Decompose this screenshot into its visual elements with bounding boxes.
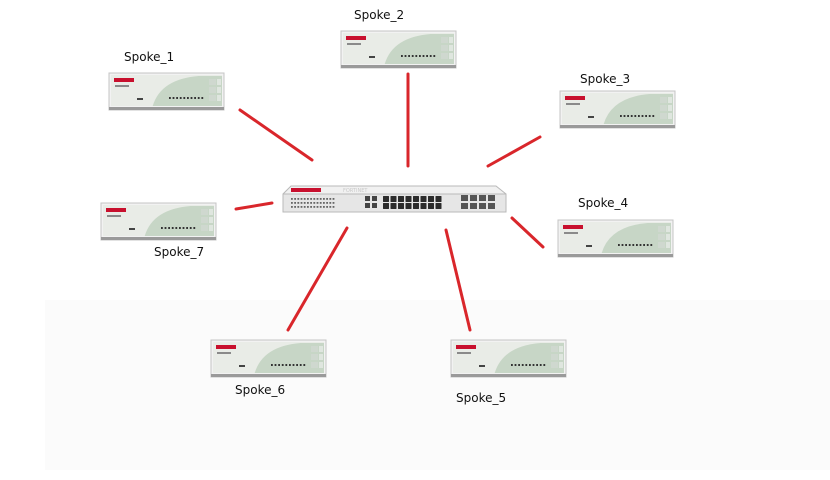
hub-firewall: FORTINET xyxy=(282,185,507,213)
hub-port xyxy=(428,203,434,209)
hub-port xyxy=(435,203,442,209)
link-spoke-4 xyxy=(510,216,545,249)
spoke-7-device xyxy=(100,202,217,241)
spoke-2-label: Spoke_2 xyxy=(354,8,405,22)
spoke-6-label: Spoke_6 xyxy=(235,383,286,397)
hub-port xyxy=(420,203,427,209)
hub-port xyxy=(383,196,389,202)
hub-port xyxy=(383,203,389,209)
hub-port xyxy=(398,203,404,209)
spoke-7-label: Spoke_7 xyxy=(154,245,205,259)
hub-port xyxy=(428,196,434,202)
link-spoke-5 xyxy=(444,228,472,332)
spoke-5-device xyxy=(450,339,567,378)
spoke-2-logo xyxy=(346,36,366,40)
spoke-3-device xyxy=(559,90,676,129)
hub-port xyxy=(390,196,397,202)
hub-port xyxy=(398,196,404,202)
spoke-5-logo xyxy=(456,345,476,349)
hub-port xyxy=(405,203,412,209)
spoke-1-label: Spoke_1 xyxy=(124,50,175,64)
spoke-2-device xyxy=(340,30,457,69)
spoke-4-device xyxy=(557,219,674,258)
link-spoke-7 xyxy=(234,201,274,211)
hub-port xyxy=(413,196,419,202)
link-spoke-3 xyxy=(486,135,542,168)
spoke-4-label: Spoke_4 xyxy=(578,196,629,210)
spoke-4-logo xyxy=(563,225,583,229)
hub-port xyxy=(405,196,412,202)
hub-logo xyxy=(291,188,321,192)
spoke-3-logo xyxy=(565,96,585,100)
spoke-6-logo xyxy=(216,345,236,349)
link-spoke-1 xyxy=(238,108,314,162)
link-spoke-6 xyxy=(286,226,349,332)
spoke-1-device xyxy=(108,72,225,111)
hub-watermark: FORTINET xyxy=(343,188,368,194)
spoke-1-logo xyxy=(114,78,134,82)
hub-port xyxy=(390,203,397,209)
hub-port xyxy=(435,196,442,202)
spoke-3-label: Spoke_3 xyxy=(580,72,631,86)
hub-port xyxy=(420,196,427,202)
hub-ports xyxy=(365,195,495,209)
spoke-6-device xyxy=(210,339,327,378)
spoke-7-logo xyxy=(106,208,126,212)
background-panel xyxy=(45,300,830,470)
spoke-5-label: Spoke_5 xyxy=(456,391,507,405)
hub-port xyxy=(413,203,419,209)
